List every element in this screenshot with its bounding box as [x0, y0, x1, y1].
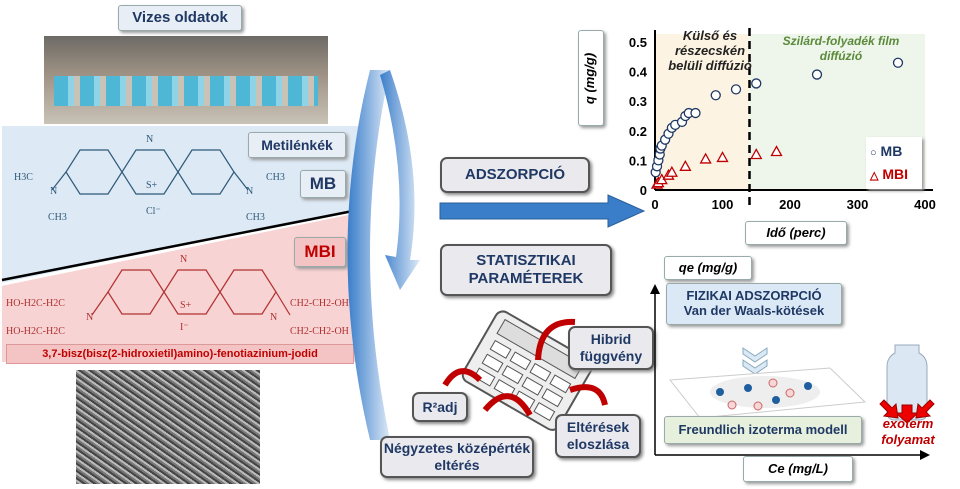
legend-mb: ○ MB	[870, 143, 903, 159]
y-tick-label: 0.1	[629, 153, 647, 168]
freundlich-model-box: Freundlich izoterma modell	[664, 416, 862, 444]
cycle-arrow-icon	[347, 70, 420, 440]
mbi-data-point	[665, 165, 678, 177]
mb-abbr-label: MB	[300, 170, 346, 198]
x-tick-label: 400	[914, 197, 936, 212]
mbi-right-bottom: CH2-CH2-OH	[290, 326, 349, 337]
kinetics-chart: 0 100 200 300 400 0 0.1 0.2 0.3 0.4 0.5	[629, 28, 936, 212]
mb-data-point	[751, 78, 762, 89]
mbi-rings	[91, 269, 291, 316]
x-axis-label: Idő (perc)	[745, 221, 847, 245]
right-arrow-icon	[439, 194, 646, 228]
y-tick-label: 0.3	[629, 94, 647, 109]
physical-adsorption-box: FIZIKAI ADSZORPCIÓ Van der Waals-kötések	[666, 283, 842, 325]
residual-distribution-box: Eltérések eloszlása	[555, 414, 641, 458]
molecule-structures	[1, 149, 359, 316]
mbi-n-right: N	[270, 312, 278, 323]
mb-left-bottom: CH3	[48, 212, 67, 223]
isotherm-axes	[650, 284, 935, 460]
y-tick-label: 0.4	[629, 65, 648, 80]
mb-data-point	[690, 107, 701, 119]
mbi-abbr-label: MBI	[294, 237, 346, 267]
fiber-sem-image	[76, 370, 260, 484]
mbi-n-top: N	[180, 254, 188, 265]
mbi-name-label: 3,7-bisz(bisz(2-hidroxietil)amino)-fenot…	[6, 344, 354, 364]
mb-rings	[51, 149, 249, 195]
chart-legend: ○ MB △ MBI	[866, 137, 922, 189]
y-axis-label-box: q (mg/g)	[578, 30, 604, 126]
exo-line1: exoterm	[882, 416, 934, 431]
mb-right-top: CH3	[266, 172, 285, 183]
mbi-data-point	[699, 152, 712, 164]
vials-photo	[44, 36, 328, 124]
stats-label-line2: PARAMÉTEREK	[468, 270, 584, 287]
region-left-label: Külső és részecskén belüli diffúzió	[668, 28, 752, 73]
mb-data-point	[811, 69, 823, 80]
mechanism-line1: FIZIKAI ADSZORPCIÓ	[686, 288, 822, 304]
legend-mbi: △ MBI	[870, 166, 909, 182]
mb-right-bottom: CH3	[246, 212, 265, 223]
mbi-data-point	[750, 148, 763, 160]
hybrid-function-box: Hibrid függvény	[568, 326, 654, 370]
qe-axis-label: qe (mg/g)	[664, 256, 752, 280]
x-tick-label: 0	[651, 197, 658, 212]
region-right-label: Szilárd-folyadék film diffúzió	[782, 34, 900, 63]
y-tick-label: 0.2	[629, 124, 647, 139]
mb-s: S+	[146, 180, 158, 191]
mb-n-top: N	[146, 134, 154, 145]
y-tick-label: 0	[640, 183, 647, 198]
mb-data-point	[730, 84, 742, 95]
triangle-marker-icon: △	[870, 170, 879, 182]
adsorption-label: ADSZORPCIÓ	[440, 157, 590, 193]
x-tick-label: 200	[779, 197, 801, 212]
x-tick-label: 300	[847, 197, 869, 212]
mbi-s: S+	[180, 300, 192, 311]
exothermic-label: exoterm folyamat	[868, 416, 948, 448]
mbi-counter-ion: I⁻	[180, 322, 189, 333]
mb-name-label: Metilénkék	[248, 132, 346, 158]
ce-axis-label: Ce (mg/L)	[743, 456, 853, 482]
r2-adj-box: R²adj	[412, 392, 468, 422]
mb-n-right: N	[246, 186, 254, 197]
mbi-left-top: HO-H2C-H2C	[6, 298, 65, 309]
divider-line	[1, 208, 359, 282]
mb-left-top: H3C	[14, 172, 33, 183]
mb-data-point	[892, 57, 904, 68]
exo-line2: folyamat	[881, 432, 935, 447]
y-axis-label: q (mg/g)	[582, 52, 598, 104]
mechanism-line2: Van der Waals-kötések	[683, 303, 825, 318]
mbi-data-point	[716, 151, 729, 163]
mbi-right-top: CH2-CH2-OH	[290, 298, 349, 309]
stats-label-line1: STATISZTIKAI	[476, 252, 576, 269]
aqueous-solutions-label: Vizes oldatok	[118, 5, 242, 31]
rmse-box: Négyzetes középérték eltérés	[380, 436, 534, 478]
calculator-icon	[442, 310, 608, 431]
x-tick-label: 100	[712, 197, 734, 212]
circle-marker-icon: ○	[870, 147, 877, 159]
mbi-n-left: N	[86, 312, 94, 323]
mb-n-left: N	[50, 186, 58, 197]
y-tick-label: 0.5	[629, 35, 647, 50]
mbi-left-bottom: HO-H2C-H2C	[6, 326, 65, 337]
mbi-data-point	[770, 145, 783, 157]
statistical-parameters-label: STATISZTIKAI PARAMÉTEREK	[440, 244, 612, 296]
region-left-bg	[655, 34, 750, 190]
mbi-data-point	[679, 159, 692, 171]
mb-data-point	[710, 90, 721, 101]
mb-counter-ion: Cl⁻	[146, 206, 161, 217]
